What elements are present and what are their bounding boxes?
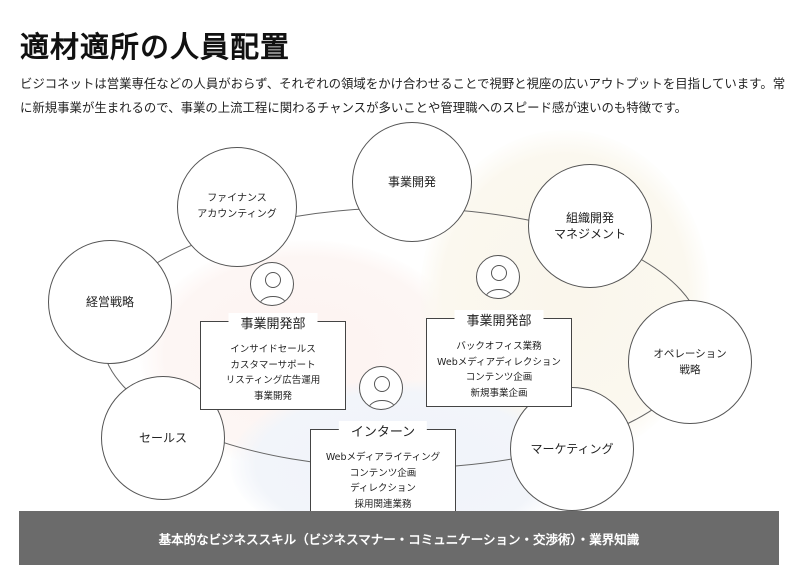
person-icon [359, 366, 403, 410]
department-box-1: 事業開発部 インサイドセールスカスタマーサポートリスティング広告運用事業開発 [200, 313, 346, 410]
list-item: ディレクション [350, 483, 416, 494]
list-item: コンテンツ企画 [349, 467, 417, 479]
department-title: 事業開発部 [228, 313, 318, 332]
list-item: バックオフィス業務 [456, 341, 542, 352]
list-item: 新規事業企画 [470, 387, 528, 399]
department-box-intern: インターン Webメディアライティングコンテンツ企画ディレクション採用関連業務 [310, 421, 456, 519]
page-title: 適材適所の人員配置 [20, 30, 291, 64]
department-box-2: 事業開発部 バックオフィス業務 Webメディアディレクションコンテンツ企画新規事業… [426, 310, 572, 407]
description: ビジコネットは営業専任などの人員がおらず、それぞれの領域をかけ合わせることで視野… [20, 76, 786, 115]
list-item: 採用関連業務 [354, 498, 412, 510]
department-title: インターン [338, 421, 428, 440]
role-business-development: 事業開発 [352, 122, 472, 242]
list-item: コンテンツ企画 [465, 372, 533, 383]
person-icon [476, 255, 520, 299]
role-finance-accounting: ファイナンス アカウンティング [177, 147, 297, 267]
list-item: カスタマーサポート [230, 359, 316, 371]
department-title: 事業開発部 [454, 310, 544, 329]
foundation-skills-bar: 基本的なビジネススキル（ビジネスマナー・コミュニケーション・交渉術）・業界知識 [19, 511, 779, 565]
list-item: Webメディアライティング [325, 452, 441, 463]
role-management-strategy: 経営戦略 [48, 240, 172, 364]
role-organization-management: 組織開発 マネジメント [528, 164, 652, 288]
person-icon [250, 262, 294, 306]
list-item: リスティング広告運用 [225, 375, 321, 386]
role-marketing: マーケティング [510, 387, 634, 511]
role-operation-strategy: オペレーション 戦略 [628, 300, 752, 424]
list-item: 事業開発 [253, 390, 292, 402]
list-item: インサイドセールス [230, 344, 316, 355]
list-item: Webメディアディレクション [437, 356, 561, 368]
